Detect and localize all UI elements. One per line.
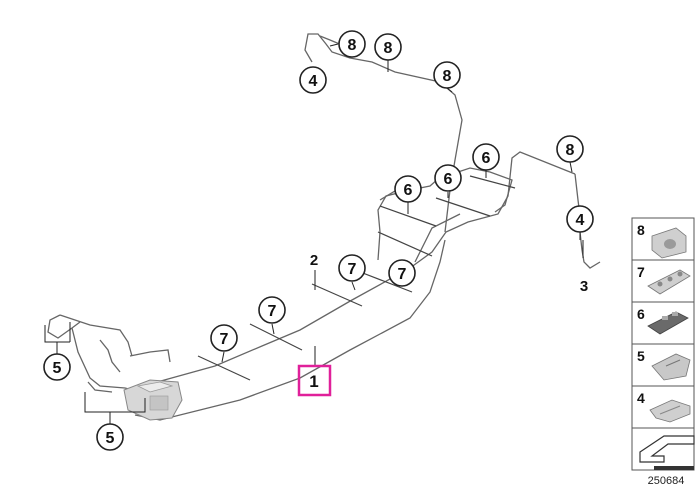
callout-7-d: 7	[210, 324, 238, 352]
clamp-8-icon	[651, 227, 687, 259]
callout-6-b: 6	[434, 164, 462, 192]
svg-text:6: 6	[444, 171, 453, 188]
highlight-part-1[interactable]: 1	[297, 364, 332, 397]
callout-4-top: 4	[299, 66, 327, 94]
callout-4-right: 4	[566, 205, 594, 233]
label-part-2: 2	[310, 252, 318, 269]
legend-item-direction	[631, 427, 695, 471]
brake-line-bundle	[47, 33, 601, 421]
callout-7-a: 7	[338, 254, 366, 282]
svg-text:7: 7	[398, 266, 407, 283]
svg-text:5: 5	[53, 360, 62, 377]
callout-6-c: 6	[394, 175, 422, 203]
legend-panel: 8 7 6	[631, 217, 695, 471]
diagram-number: 250684	[648, 475, 685, 487]
svg-text:4: 4	[309, 73, 318, 90]
svg-text:1: 1	[309, 372, 318, 391]
callout-7-b: 7	[388, 259, 416, 287]
svg-text:8: 8	[348, 37, 357, 54]
legend-item-6[interactable]: 6	[631, 301, 695, 345]
callout-5-b: 5	[96, 423, 124, 451]
svg-text:7: 7	[637, 264, 645, 280]
abs-unit	[123, 379, 183, 421]
legend-item-5[interactable]: 5	[631, 343, 695, 387]
direction-arrow-icon	[639, 435, 695, 470]
svg-text:4: 4	[637, 390, 645, 406]
label-part-3: 3	[580, 278, 588, 295]
legend-item-4[interactable]: 4	[631, 385, 695, 429]
svg-text:8: 8	[384, 40, 393, 57]
svg-text:5: 5	[106, 430, 115, 447]
svg-text:6: 6	[482, 150, 491, 167]
clip-5-icon	[651, 353, 691, 381]
legend-item-7[interactable]: 7	[631, 259, 695, 303]
svg-text:6: 6	[637, 306, 645, 322]
svg-text:8: 8	[566, 142, 575, 159]
svg-text:7: 7	[220, 331, 229, 348]
callout-8-right: 8	[556, 135, 584, 163]
bracket-4-icon	[649, 399, 691, 423]
svg-text:8: 8	[443, 68, 452, 85]
svg-text:4: 4	[576, 212, 585, 229]
svg-text:5: 5	[637, 348, 645, 364]
callout-8-top-b: 8	[374, 33, 402, 61]
callout-5-a: 5	[43, 353, 71, 381]
svg-text:6: 6	[404, 182, 413, 199]
callout-6-a: 6	[472, 143, 500, 171]
clip-7-icon	[647, 269, 691, 295]
svg-text:7: 7	[348, 261, 357, 278]
callout-8-top-a: 8	[338, 30, 366, 58]
svg-text:7: 7	[268, 303, 277, 320]
callout-8-mid: 8	[433, 61, 461, 89]
callout-7-c: 7	[258, 296, 286, 324]
clip-6-icon	[647, 311, 689, 335]
leader-lines	[44, 43, 584, 424]
svg-text:8: 8	[637, 222, 645, 238]
legend-item-8[interactable]: 8	[631, 217, 695, 261]
